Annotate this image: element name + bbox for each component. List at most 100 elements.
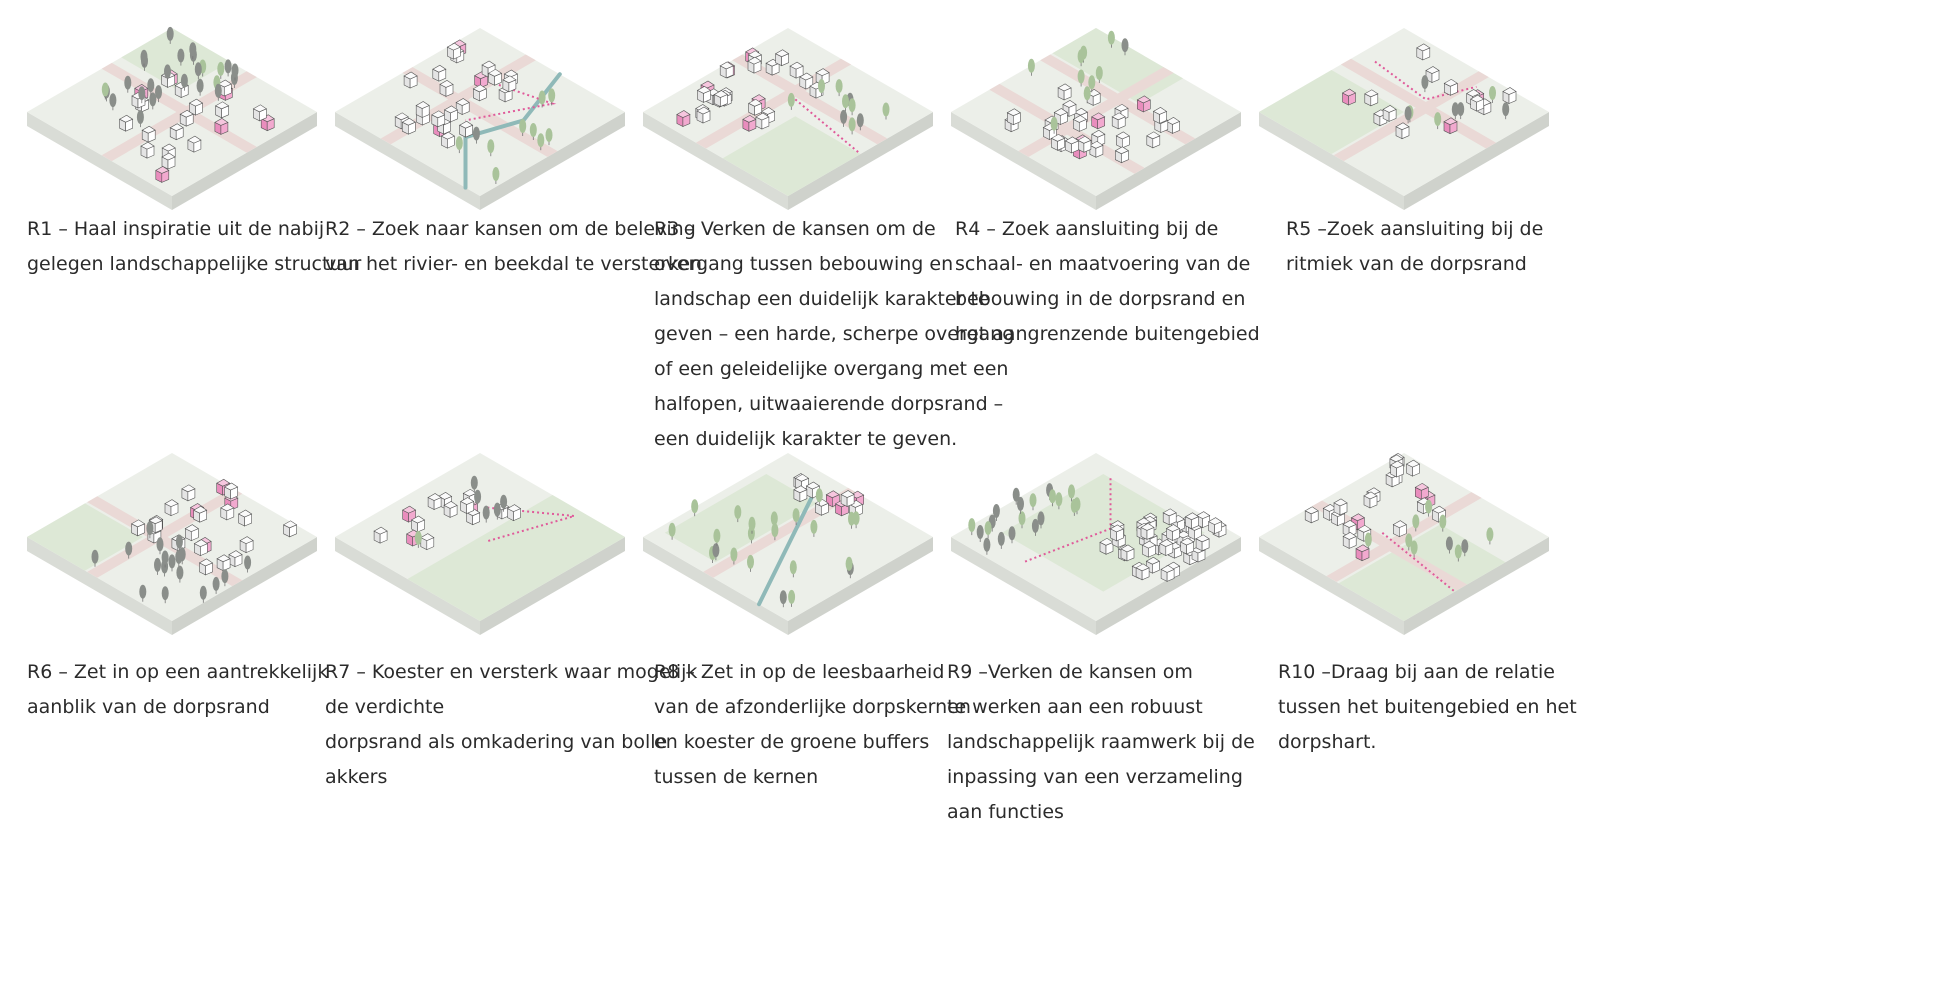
tree (845, 556, 853, 574)
house (214, 101, 230, 119)
tree (155, 85, 162, 103)
house (458, 120, 474, 138)
house (432, 64, 447, 82)
caption-r7: R7 – Koester en versterk waar mogelijk d… (325, 655, 697, 795)
house (440, 131, 456, 149)
tile-side-left (1259, 112, 1404, 210)
tree (199, 585, 207, 603)
house (460, 497, 475, 514)
tree (1018, 511, 1026, 529)
house (1502, 87, 1517, 104)
tree (792, 508, 800, 526)
house (748, 98, 763, 116)
tree (493, 502, 501, 520)
tree (529, 123, 537, 140)
tree (1489, 86, 1496, 103)
house (840, 490, 855, 507)
caption-line: dorpsrand als omkadering van bolle (325, 731, 668, 753)
tree (139, 584, 147, 602)
house (814, 498, 829, 516)
tile-side-right (172, 112, 317, 210)
house (1363, 491, 1378, 509)
caption-line: de verdichte (325, 696, 445, 718)
diagram-r10 (1259, 452, 1549, 635)
diagram-r7 (335, 453, 625, 635)
house (1414, 482, 1429, 500)
tile-surface (27, 453, 317, 621)
house (742, 114, 757, 132)
house (410, 515, 426, 533)
house (1089, 140, 1104, 158)
tree (882, 102, 890, 120)
road (989, 83, 1145, 174)
tile-side-right (1096, 112, 1241, 210)
tree (976, 525, 984, 542)
road (1018, 67, 1174, 157)
tree (244, 555, 252, 573)
tree (1029, 493, 1037, 511)
tree (470, 475, 478, 493)
house (487, 68, 503, 86)
tile-side-left (643, 537, 788, 635)
house (141, 125, 156, 143)
house (1196, 511, 1211, 529)
house (431, 110, 446, 128)
tree (147, 78, 155, 96)
tile-side-right (788, 537, 933, 635)
house (696, 106, 711, 124)
tile-side-right (1404, 537, 1549, 635)
caption-line: inpassing van een verzameling (947, 766, 1243, 788)
tree (1412, 514, 1420, 532)
tree (1055, 492, 1063, 510)
house (774, 49, 790, 67)
tree (231, 63, 239, 81)
tree (214, 83, 222, 101)
tree (180, 73, 188, 91)
house (747, 56, 762, 74)
house (228, 550, 243, 568)
diagram-r5 (1259, 28, 1549, 210)
tree (1012, 487, 1020, 505)
house (1114, 146, 1130, 164)
tree (1077, 69, 1085, 87)
house (1162, 508, 1177, 526)
tree (1421, 75, 1429, 93)
caption-line: schaal- en maatvoering van de (955, 253, 1251, 275)
tree (1404, 106, 1412, 124)
house (130, 519, 146, 537)
caption-line: R1 – Haal inspiratie uit de nabij (27, 218, 325, 240)
caption-line: landschap een duidelijk karakter te (654, 288, 990, 310)
house (155, 166, 170, 183)
tree (472, 126, 480, 144)
tree (221, 569, 229, 587)
caption-line: R8 – Zet in op de leesbaarheid (654, 661, 945, 683)
tree (492, 167, 500, 184)
caption-line: of een geleidelijke overgang met een (654, 358, 1009, 380)
tree (1008, 526, 1016, 544)
house (1146, 131, 1161, 149)
house (415, 101, 430, 118)
tile-side-left (951, 537, 1096, 635)
caption-line: aan functies (947, 801, 1064, 823)
tree (1461, 539, 1469, 557)
tile-side-right (480, 537, 625, 635)
house (1072, 115, 1087, 132)
tile-side-left (27, 537, 172, 635)
house (1355, 544, 1370, 562)
tree (1095, 66, 1103, 83)
caption-line: tussen de kernen (654, 766, 819, 788)
caption-line: overgang tussen bebouwing en (654, 253, 954, 275)
tree (176, 565, 184, 583)
caption-line: aanblik van de dorpsrand (27, 696, 270, 718)
tree (538, 90, 546, 108)
house (1304, 506, 1319, 524)
tree (189, 42, 197, 60)
house (1416, 43, 1431, 61)
caption-r1: R1 – Haal inspiratie uit de nabij gelege… (27, 212, 361, 282)
house (223, 482, 239, 500)
house (1331, 509, 1346, 527)
house (239, 536, 254, 554)
tree (1410, 540, 1418, 558)
diagram-r1 (27, 26, 317, 210)
tree (1107, 30, 1115, 48)
